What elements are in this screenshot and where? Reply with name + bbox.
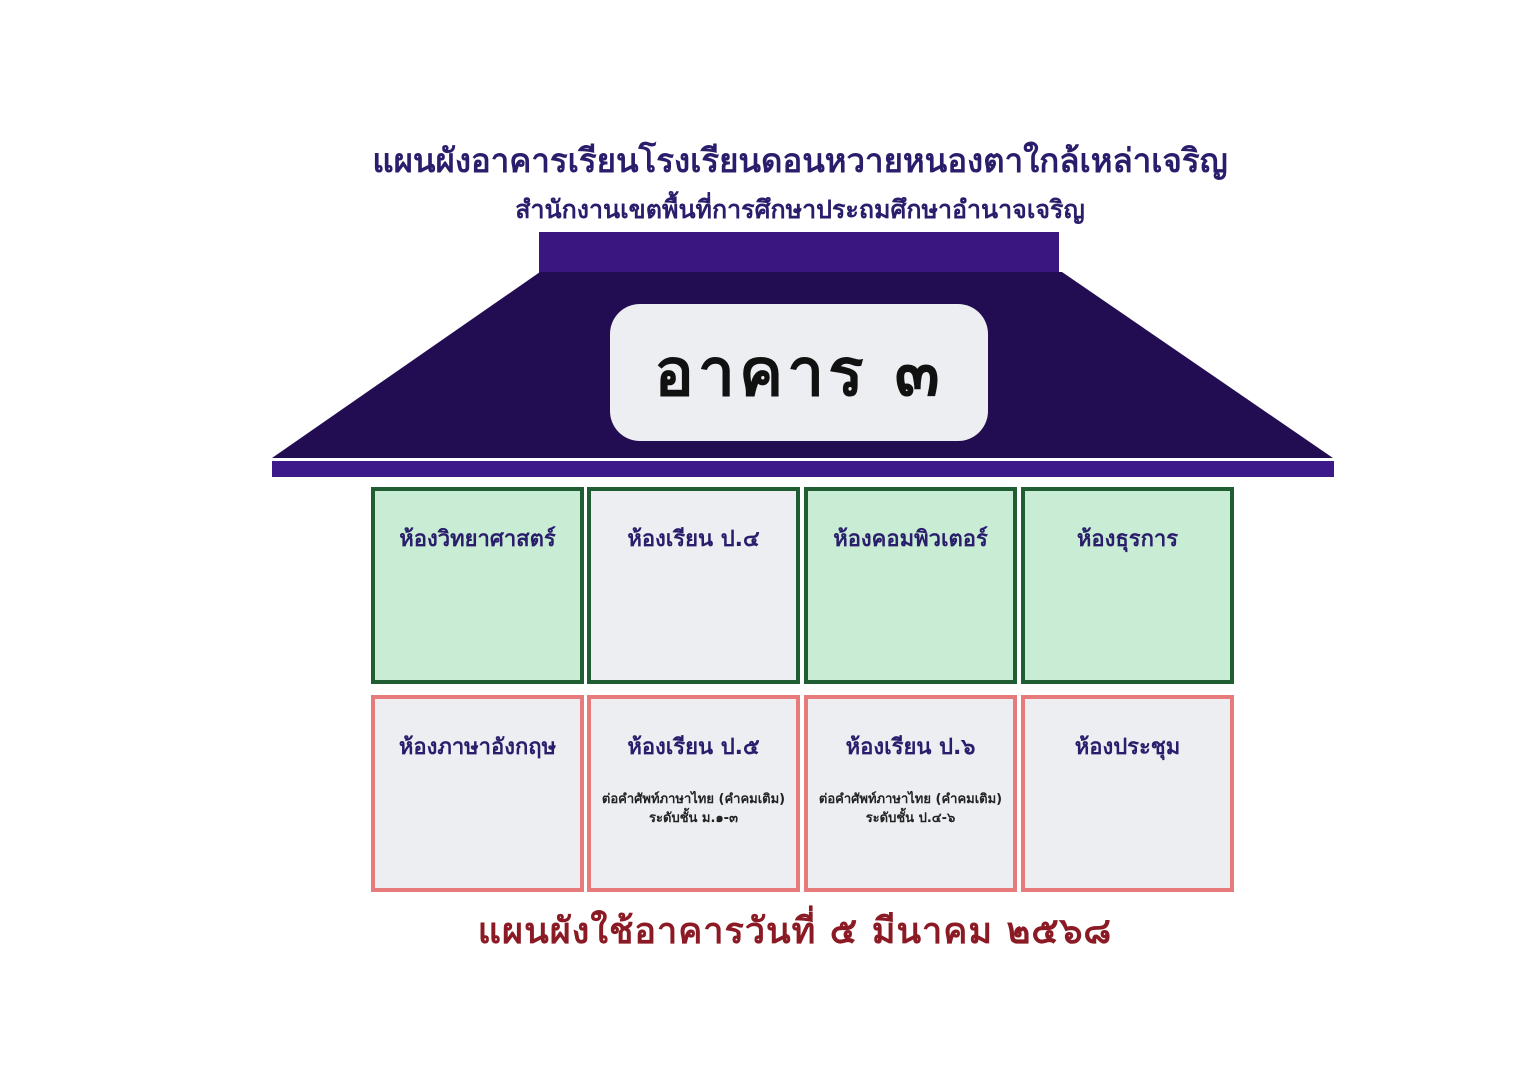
room-computer[interactable]: ห้องคอมพิวเตอร์: [804, 487, 1017, 684]
building-name-label: อาคาร ๓: [610, 304, 988, 441]
room-classroom-p4[interactable]: ห้องเรียน ป.๔: [587, 487, 800, 684]
footer-date: แผนผังใช้อาคารวันที่ ๕ มีนาคม ๒๕๖๘: [477, 911, 1113, 952]
room-classroom-p5[interactable]: ห้องเรียน ป.๕ ต่อคำศัพท์ภาษาไทย (คำคมเติ…: [587, 695, 800, 892]
page-title: แผนผังอาคารเรียนโรงเรียนดอนหวายหนองตาใกล…: [372, 141, 1228, 180]
room-note-line-2: ระดับชั้น ป.๔-๖: [865, 811, 956, 826]
room-note-line-1: ต่อคำศัพท์ภาษาไทย (คำคมเติม): [601, 792, 786, 807]
room-meeting[interactable]: ห้องประชุม: [1021, 695, 1234, 892]
room-science[interactable]: ห้องวิทยาศาสตร์: [371, 487, 584, 684]
room-label: ห้องเรียน ป.๔: [627, 527, 760, 552]
room-note-line-2: ระดับชั้น ม.๑-๓: [649, 811, 738, 826]
room-note-line-1: ต่อคำศัพท์ภาษาไทย (คำคมเติม): [818, 792, 1003, 807]
room-label: ห้องธุรการ: [1076, 527, 1179, 552]
roof-top-block: [539, 232, 1059, 274]
room-classroom-p6[interactable]: ห้องเรียน ป.๖ ต่อคำศัพท์ภาษาไทย (คำคมเติ…: [804, 695, 1017, 892]
page-subtitle: สำนักงานเขตพื้นที่การศึกษาประถมศึกษาอำนา…: [515, 195, 1085, 224]
room-label: ห้องประชุม: [1074, 735, 1181, 760]
room-label: ห้องภาษาอังกฤษ: [398, 735, 557, 760]
room-label: ห้องเรียน ป.๖: [845, 735, 976, 760]
room-label: ห้องเรียน ป.๕: [627, 735, 760, 760]
room-label: ห้องวิทยาศาสตร์: [399, 527, 556, 552]
room-office[interactable]: ห้องธุรการ: [1021, 487, 1234, 684]
room-english[interactable]: ห้องภาษาอังกฤษ: [371, 695, 584, 892]
room-note: ต่อคำศัพท์ภาษาไทย (คำคมเติม) ระดับชั้น ป…: [808, 790, 1013, 828]
room-label: ห้องคอมพิวเตอร์: [833, 527, 988, 552]
room-note: ต่อคำศัพท์ภาษาไทย (คำคมเติม) ระดับชั้น ม…: [591, 790, 796, 828]
roof-band: [272, 461, 1334, 477]
